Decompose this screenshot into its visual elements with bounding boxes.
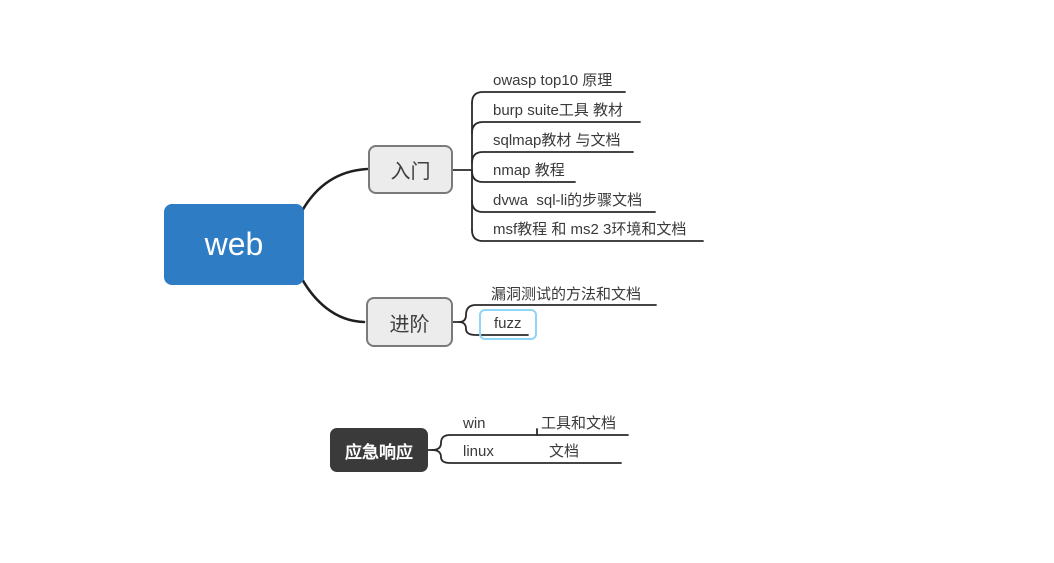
topic-sqlmap[interactable]: sqlmap教材 与文档 xyxy=(493,132,621,149)
topic-win-tools-docs[interactable]: 工具和文档 xyxy=(541,415,617,432)
topic-win[interactable]: win xyxy=(463,415,486,432)
web-branch-curves xyxy=(300,167,369,324)
topic-web-root[interactable]: web xyxy=(164,204,304,285)
topic-fuzz-selected[interactable]: fuzz xyxy=(479,309,537,340)
topic-fuzz-label: fuzz xyxy=(494,315,522,332)
incident-subtree-wires xyxy=(427,428,629,464)
topic-dvwa-sqli[interactable]: dvwa sql-li的步骤文档 xyxy=(493,192,643,209)
topic-vuln-testing-docs[interactable]: 漏洞测试的方法和文档 xyxy=(491,286,642,303)
topic-burp-suite[interactable]: burp suite工具 教材 xyxy=(493,102,624,119)
topic-beginner[interactable]: 入门 xyxy=(368,145,453,194)
topic-linux-docs[interactable]: 文档 xyxy=(549,443,580,460)
wire-web-to-beginner xyxy=(300,167,369,213)
topic-advanced[interactable]: 进阶 xyxy=(366,297,453,347)
topic-msf[interactable]: msf教程 和 ms2 3环境和文档 xyxy=(493,221,687,238)
topic-nmap[interactable]: nmap 教程 xyxy=(493,162,565,179)
topic-incident-response-root[interactable]: 应急响应 xyxy=(330,428,428,472)
topic-linux[interactable]: linux xyxy=(463,443,494,460)
topic-owasp-top10[interactable]: owasp top10 原理 xyxy=(493,72,613,89)
wire-web-to-advanced xyxy=(300,277,366,324)
